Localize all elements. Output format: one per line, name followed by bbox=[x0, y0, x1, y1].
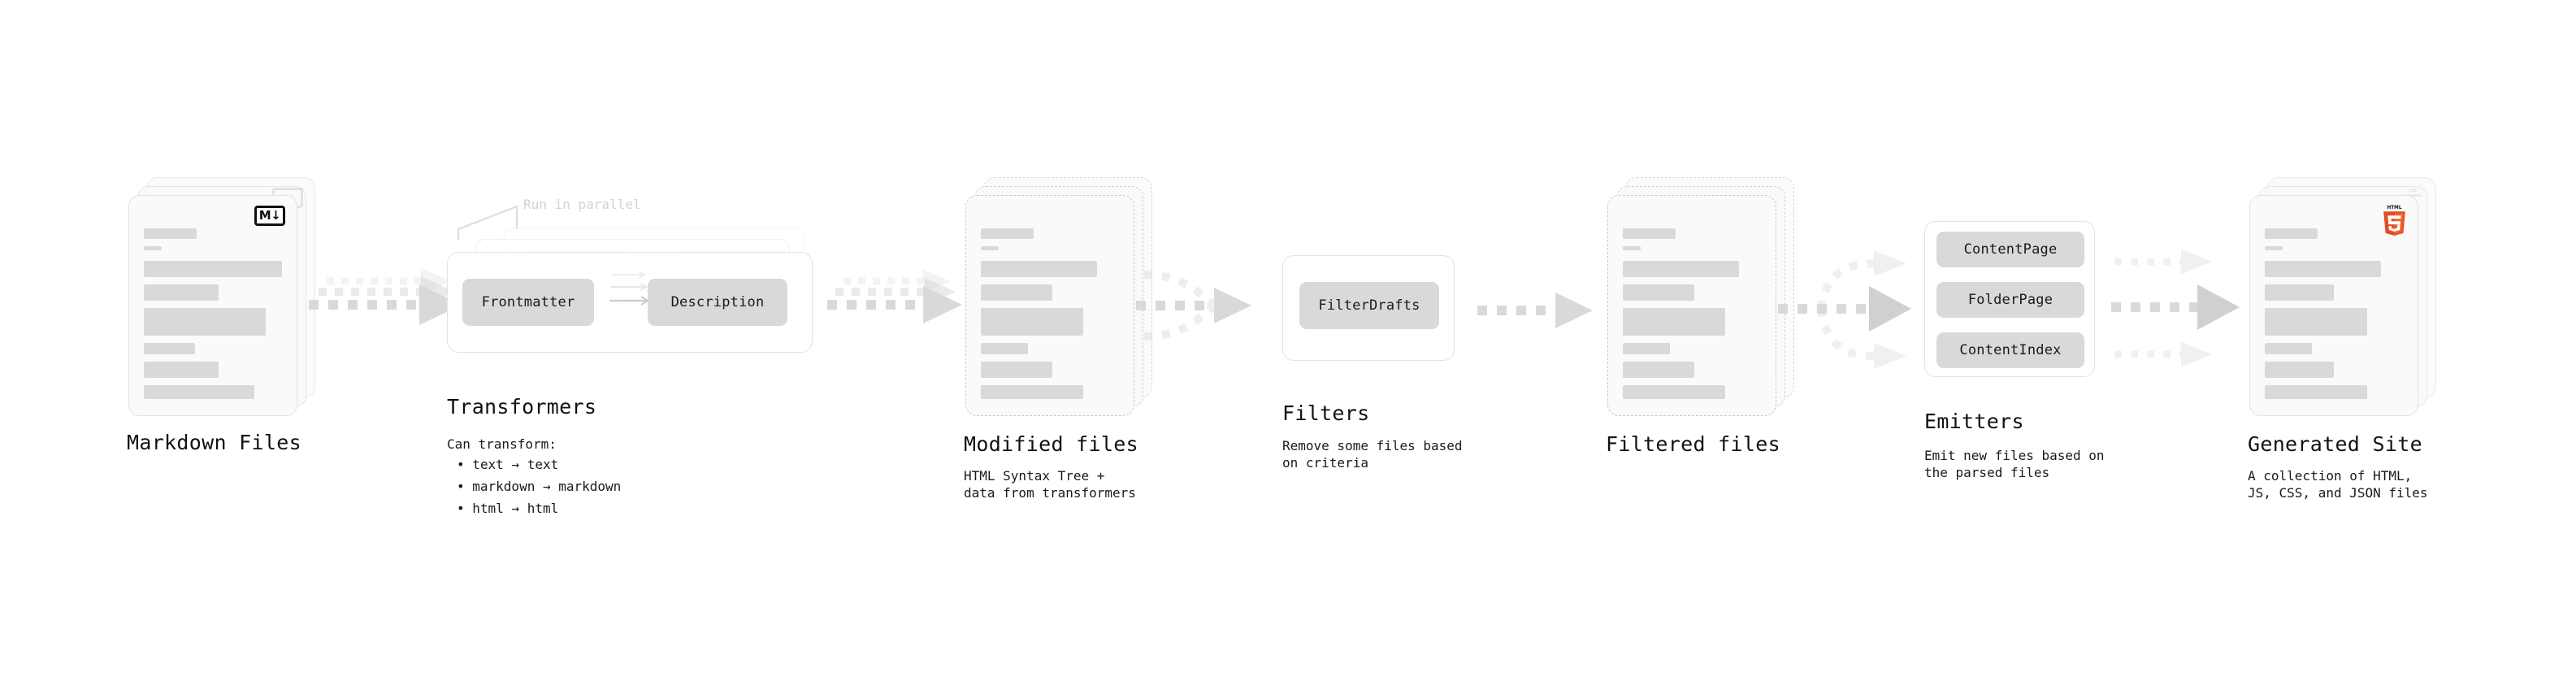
filter-pill-filterdrafts[interactable]: FilterDrafts bbox=[1299, 282, 1439, 329]
emitter-pill-folderpage[interactable]: FolderPage bbox=[1936, 282, 2084, 318]
emitter-pill-contentindex[interactable]: ContentIndex bbox=[1936, 332, 2084, 368]
arrow-modified-to-filters bbox=[1136, 262, 1282, 351]
markdown-card-front: M↓ bbox=[128, 195, 297, 416]
page-title: Transformers bbox=[447, 395, 597, 419]
modified-card-front bbox=[965, 195, 1134, 416]
arrow-filters-to-filtered bbox=[1477, 286, 1607, 335]
generated-site-subtitle: A collection of HTML, JS, CSS, and JSON … bbox=[2248, 468, 2428, 501]
page-title: Modified files bbox=[964, 432, 1138, 456]
run-in-parallel-note: Run in parallel bbox=[523, 197, 641, 212]
document-skeleton bbox=[1623, 228, 1761, 406]
document-skeleton bbox=[144, 228, 282, 406]
page-title: Generated Site bbox=[2248, 432, 2422, 456]
emitter-pill-contentpage[interactable]: ContentPage bbox=[1936, 232, 2084, 267]
arrow-emitters-to-site bbox=[2111, 234, 2266, 380]
svg-text:HTML: HTML bbox=[2387, 206, 2402, 210]
transformers-subtitle: Can transform: bbox=[447, 436, 557, 452]
page-title: Filters bbox=[1282, 401, 1370, 425]
modified-files-subtitle: HTML Syntax Tree + data from transformer… bbox=[964, 468, 1136, 501]
html5-icon: HTML bbox=[2381, 204, 2408, 236]
filters-box: FilterDrafts bbox=[1282, 255, 1455, 361]
transformer-inner-arrows bbox=[609, 271, 650, 306]
run-in-parallel-bracket bbox=[457, 205, 518, 241]
site-card-html: HTML bbox=[2249, 195, 2418, 416]
markdown-icon: M↓ bbox=[254, 206, 285, 226]
transformer-pill-description[interactable]: Description bbox=[648, 279, 787, 326]
emitters-subtitle: Emit new files based on the parsed files bbox=[1924, 448, 2105, 480]
filtered-card-front bbox=[1607, 195, 1776, 416]
transformer-pill-frontmatter[interactable]: Frontmatter bbox=[462, 279, 594, 326]
emitters-box: ContentPage FolderPage ContentIndex bbox=[1924, 221, 2095, 377]
filters-subtitle: Remove some files based on criteria bbox=[1282, 438, 1463, 471]
transformer-card-front: Frontmatter Description bbox=[447, 252, 813, 353]
page-title: Markdown Files bbox=[127, 431, 301, 454]
document-skeleton bbox=[2265, 228, 2403, 406]
arrow-filtered-to-emitters bbox=[1778, 236, 1932, 382]
document-skeleton bbox=[981, 228, 1119, 406]
transform-bullet-2: • html → html bbox=[457, 501, 559, 516]
transform-bullet-0: • text → text bbox=[457, 457, 559, 472]
page-title: Emitters bbox=[1924, 410, 2024, 433]
transform-bullet-1: • markdown → markdown bbox=[457, 479, 622, 494]
arrow-markdown-to-transformers bbox=[307, 268, 470, 341]
page-title: Filtered files bbox=[1606, 432, 1780, 456]
arrow-transformers-to-modified bbox=[827, 268, 974, 341]
